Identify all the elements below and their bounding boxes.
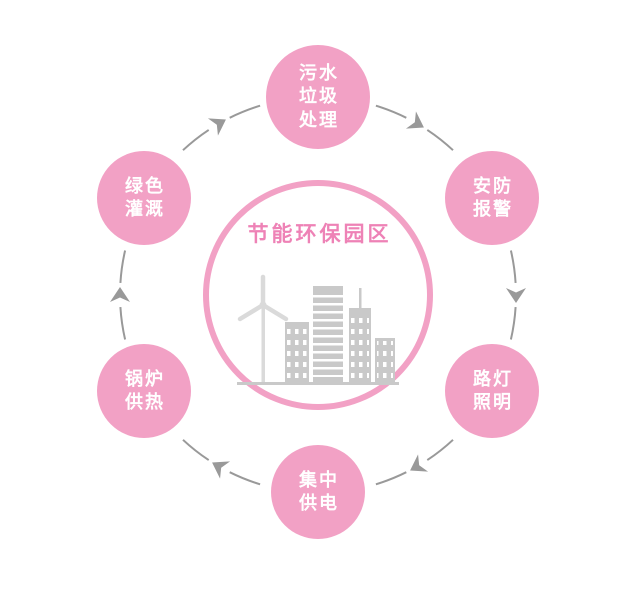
arrow-icon [110, 287, 130, 302]
cycle-arc [509, 250, 517, 283]
cycle-arc [119, 307, 127, 340]
node-central-power-supply: 集中 供电 [271, 445, 365, 539]
node-green-irrigation: 绿色 灌溉 [97, 151, 191, 245]
cycle-arc [375, 104, 407, 119]
wind-turbine-icon [237, 274, 289, 382]
node-label-security-alarm: 安防 报警 [473, 175, 513, 220]
node-label-sewage-waste-treatment: 污水 垃圾 处理 [299, 63, 339, 131]
city-skyline-icon [237, 274, 399, 385]
node-sewage-waste-treatment: 污水 垃圾 处理 [266, 45, 370, 149]
node-label-boiler-heating: 锅炉 供热 [125, 368, 165, 413]
cycle-arc [182, 439, 210, 461]
node-label-central-power-supply: 集中 供电 [299, 469, 339, 514]
cycle-arc [426, 439, 454, 461]
cycle-arc [229, 471, 261, 486]
cycle-arc [182, 129, 210, 151]
arrow-icon [506, 288, 526, 303]
node-street-lighting: 路灯 照明 [445, 344, 539, 438]
diagram-title: 节能环保园区 [247, 222, 392, 246]
arrow-icon [207, 118, 226, 136]
arrow-icon [410, 454, 429, 472]
node-label-green-irrigation: 绿色 灌溉 [125, 175, 165, 220]
cycle-arc [426, 129, 454, 151]
buildings-icon [285, 286, 395, 382]
arrow-icon [405, 111, 424, 129]
node-security-alarm: 安防 报警 [445, 151, 539, 245]
node-boiler-heating: 锅炉 供热 [97, 344, 191, 438]
cycle-arc [119, 250, 127, 283]
cycle-arc [509, 307, 517, 340]
cycle-arc [229, 104, 261, 119]
ground-line [237, 382, 399, 385]
arrow-icon [212, 461, 231, 479]
center-circle: 节能环保园区 [203, 180, 433, 410]
cycle-arc [375, 471, 407, 486]
node-label-street-lighting: 路灯 照明 [473, 368, 513, 413]
